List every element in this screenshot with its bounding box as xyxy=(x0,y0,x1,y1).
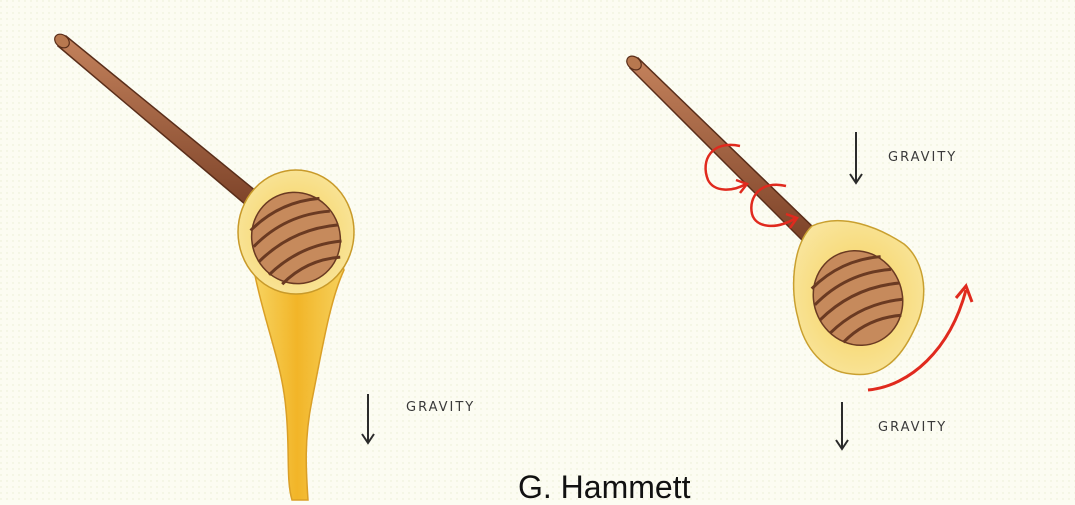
right-gravity-label-top: GRAVITY xyxy=(888,150,957,165)
left-gravity-label: GRAVITY xyxy=(406,400,475,415)
author-credit: G. Hammett xyxy=(518,470,690,504)
right-gravity-label-bottom: GRAVITY xyxy=(878,420,947,435)
